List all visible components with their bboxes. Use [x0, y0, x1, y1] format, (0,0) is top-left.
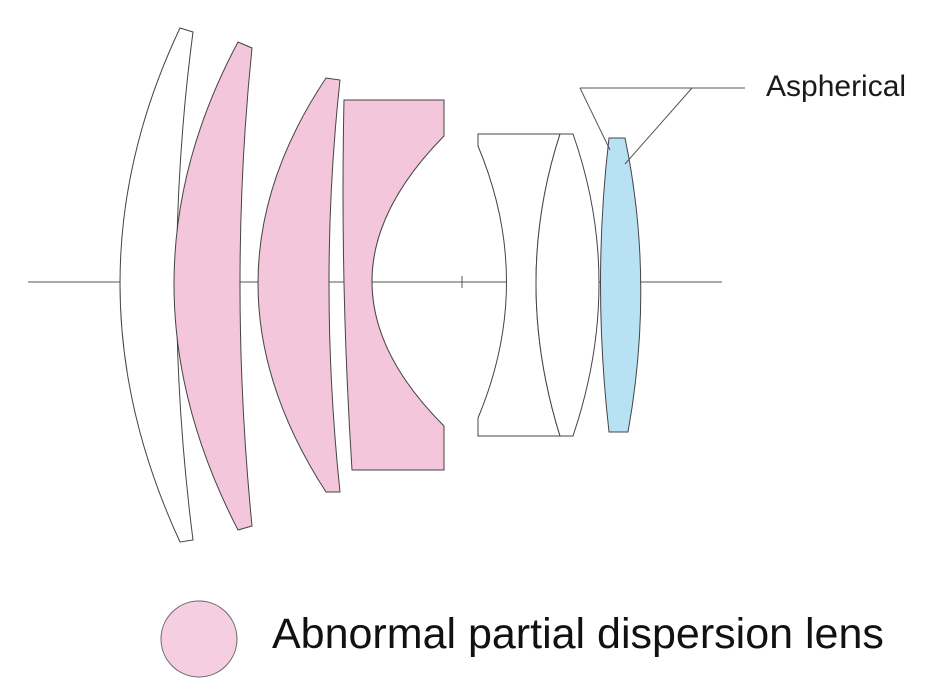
lens-element-7: [600, 137, 642, 433]
aspherical-label: Aspherical: [766, 70, 907, 103]
lens-element-4: [342, 99, 445, 471]
lens-element-6: [535, 133, 600, 437]
lens-element-3: [257, 77, 341, 493]
legend-swatch: [160, 600, 238, 678]
aspherical-callout-lines: [579, 87, 745, 165]
lens-element-1: [119, 27, 194, 543]
legend-label: Abnormal partial dispersion lens: [272, 610, 884, 658]
lens-element-2: [173, 41, 253, 531]
